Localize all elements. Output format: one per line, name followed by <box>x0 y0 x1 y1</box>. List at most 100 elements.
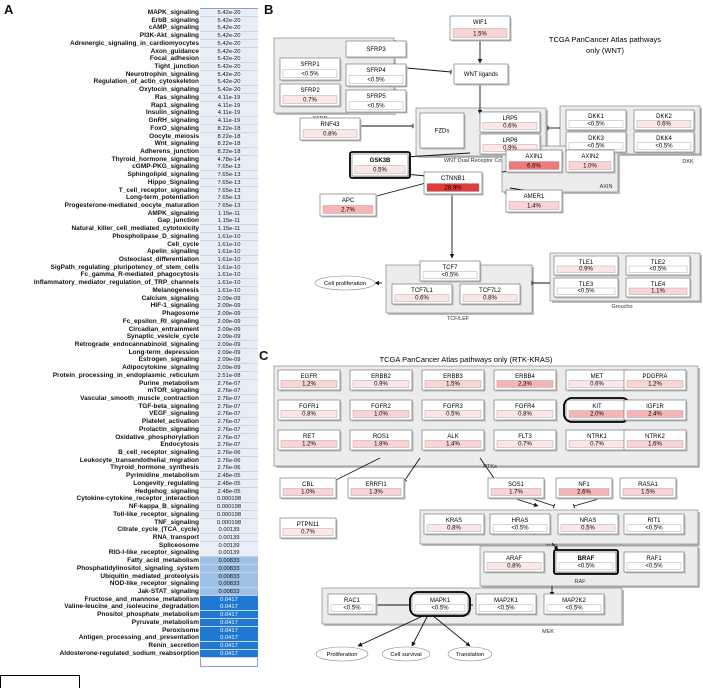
dkk1-node: DKK1<0.5% <box>565 109 628 132</box>
pathway-pvalue: 8.22e-18 <box>200 132 258 141</box>
igf1r-value: 2.4% <box>648 412 662 418</box>
pathway-name: Adipocytokine_signaling <box>122 364 199 372</box>
egfr-name: EGFR <box>301 374 318 380</box>
pathway-name: Pyrimidine_metabolism <box>126 472 199 480</box>
pathway-name: Adrenergic_signaling_in_cardiomyocytes <box>70 39 199 47</box>
cbl-name: CBL <box>302 482 314 488</box>
pathway-pvalue: 0.0417 <box>200 626 258 635</box>
pathway-name: Rap1_signaling <box>150 101 199 109</box>
pathway-pvalue: 4.11e-19 <box>200 101 258 110</box>
flt3-name: FLT3 <box>518 434 532 440</box>
kras-value: 0.8% <box>447 526 461 532</box>
pathway-name: Phagosome <box>162 310 199 318</box>
ntrk2-name: NTRK2 <box>645 434 665 440</box>
lrp5-name: LRP5 <box>502 116 518 122</box>
map2k1-name: MAP2K1 <box>494 598 518 604</box>
nf1-value: 2.6% <box>577 490 591 496</box>
pathway-pvalue: 5.42e-20 <box>200 55 258 64</box>
flt3-node: FLT3 0.7% <box>493 429 558 452</box>
pathway-name: Protein_processing_in_endoplasmic_reticu… <box>52 371 199 379</box>
proliferation-output-label: Proliferation <box>327 652 358 658</box>
pathway-name: Ubiquitin_mediated_proteolysis <box>100 572 199 580</box>
fgfr3-value: 0.5% <box>446 412 460 418</box>
pathway-pvalue: 2.76e-06 <box>200 456 258 465</box>
pathway-name: Osteoclast_differentiation <box>118 256 199 264</box>
cbl-value: 1.0% <box>301 490 315 496</box>
ctnnb1-node: CTNNB1 28.9% <box>423 171 484 196</box>
pathway-pvalue: 2.76e-07 <box>200 379 258 388</box>
pathway-name: Prolactin_signaling <box>139 425 199 433</box>
ctnnb1-name: CTNNB1 <box>441 176 466 182</box>
pathway-name: Long-term_depression <box>128 348 199 356</box>
map2k1-value: <0.5% <box>497 606 515 612</box>
mek-group-label: MEK <box>542 629 554 635</box>
cbl-node: CBL 1.0% <box>279 477 338 500</box>
ntrk2-value: 1.6% <box>648 442 662 448</box>
sfrp1-name: SFRP1 <box>300 62 320 68</box>
pathway-pvalue: 0.0417 <box>200 634 258 643</box>
map2k2-name: MAP2K2 <box>562 598 586 604</box>
ntrk1-name: NTRK1 <box>587 434 607 440</box>
pathway-pvalue: 2.09e-09 <box>200 317 258 326</box>
tle3-name: TLE3 <box>579 282 594 288</box>
pathway-name: Fructose_and_mannose_metabolism <box>84 595 199 603</box>
dkk4-node: DKK4<0.5% <box>633 131 696 154</box>
pathway-pvalue: 7.65e-13 <box>200 171 258 180</box>
pathway-name: VEGF_signaling <box>149 410 199 418</box>
pathway-pvalue: 4.78e-14 <box>200 155 258 164</box>
tcf-group-label: TCF/LEF <box>447 316 470 322</box>
wif1-name: WIF1 <box>473 20 488 26</box>
ros1-name: ROS1 <box>373 434 390 440</box>
pathway-name: B_cell_receptor_signaling <box>118 449 199 457</box>
pathway-pvalue: 2.76e-07 <box>200 402 258 411</box>
pathway-name: Toll-like_receptor_signaling <box>113 510 199 518</box>
sos1-name: SOS1 <box>508 482 525 488</box>
wnt-node: WNT ligands <box>453 63 510 86</box>
pathway-name: Circadian_entrainment <box>128 325 199 333</box>
pathway-pvalue: 2.76e-07 <box>200 441 258 450</box>
rnf43-name: RNF43 <box>320 122 340 128</box>
gsk3b-value: 0.5% <box>373 168 387 174</box>
flt3-value: 0.7% <box>518 442 532 448</box>
sfrp5-value: <0.5% <box>367 104 385 110</box>
pathway-name: Sphingolipid_signaling <box>127 171 200 179</box>
pathway-name: Estrogen_signaling <box>138 356 199 364</box>
pathway-name: Peroxisome <box>162 626 199 634</box>
rit1-value: <0.5% <box>645 526 663 532</box>
pathway-name: Melanogenesis <box>152 286 199 294</box>
erbb3-name: ERBB3 <box>443 374 463 380</box>
rit1-node: RIT1<0.5% <box>623 513 686 536</box>
pathway-pvalue: 5.42e-20 <box>200 32 258 41</box>
pathway-row: SigPath_regulating_pluripotency_of_stem_… <box>0 263 265 272</box>
dkk1-value: <0.5% <box>587 122 605 128</box>
errfi1-name: ERRFI1 <box>365 482 387 488</box>
pathway-name: Phosphatidylinositol_signaling_system <box>76 564 199 572</box>
pathway-pvalue: 0.0417 <box>200 611 258 620</box>
ctnnb1-value: 28.9% <box>444 186 462 192</box>
pathway-name: Oxidative_phosphorylation <box>115 433 199 441</box>
pathway-name: MAPK_signaling <box>147 9 199 16</box>
pathway-pvalue: 1.61e-10 <box>200 256 258 265</box>
